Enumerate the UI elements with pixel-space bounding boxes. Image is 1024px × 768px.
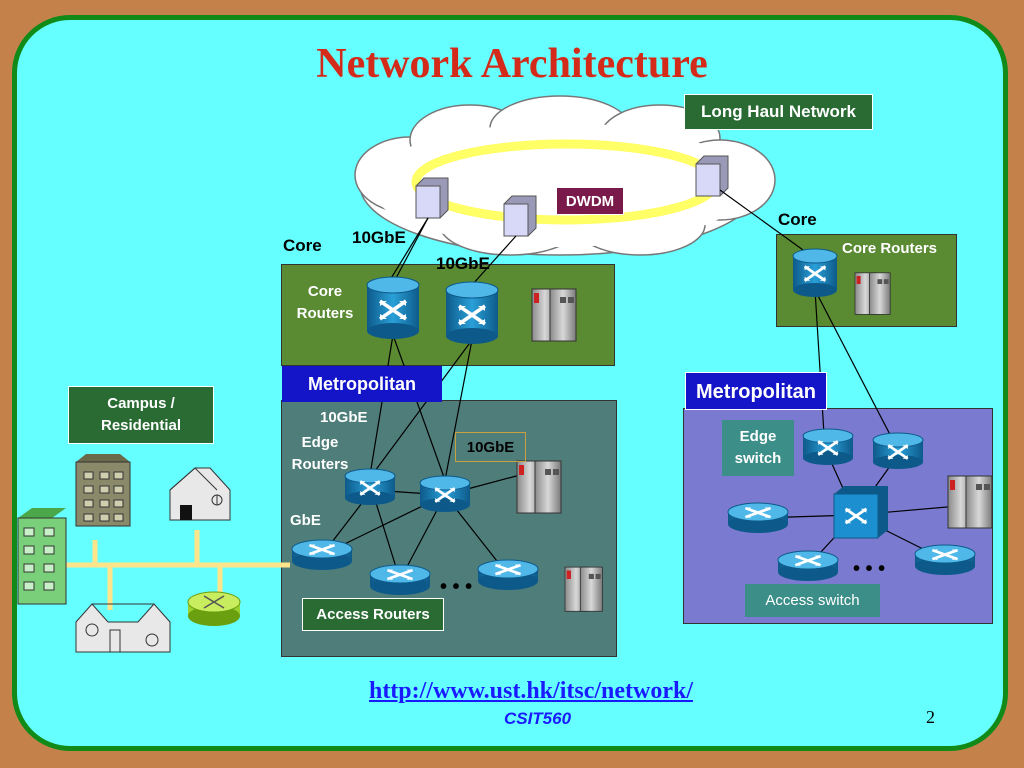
office-building-icon <box>75 454 131 527</box>
optical-node <box>695 155 729 197</box>
access-switch <box>777 550 839 581</box>
campus-residential-label: Campus / Residential <box>68 386 214 444</box>
core-router <box>366 276 420 339</box>
server-rack <box>564 566 603 612</box>
access-router <box>291 539 353 570</box>
ellipsis-left: • • • <box>440 576 473 598</box>
edge-switch-label: Edge switch <box>722 420 794 476</box>
house-icon <box>169 467 231 521</box>
edge-switch <box>872 432 924 469</box>
access-router <box>369 564 431 595</box>
green-building-icon <box>17 508 67 605</box>
page-number: 2 <box>926 707 935 727</box>
optical-node <box>415 177 449 219</box>
tengbe-label: 10GbE <box>320 409 368 426</box>
long-haul-cloud <box>354 95 776 256</box>
access-switch-label: Access switch <box>745 584 880 617</box>
gbe-label: GbE <box>290 512 321 529</box>
metropolitan-label-left: Metropolitan <box>282 366 442 402</box>
core-label-right: Core <box>778 210 817 229</box>
edge-router <box>344 468 396 505</box>
church-icon <box>75 603 171 653</box>
long-haul-label: Long Haul Network <box>684 94 873 130</box>
slide-title: Network Architecture <box>316 41 708 87</box>
tengbe-label: 10GbE <box>436 254 490 273</box>
access-switch <box>914 544 976 575</box>
tengbe-label: 10GbE <box>455 432 526 462</box>
optical-node <box>503 195 537 237</box>
footer-course-code: CSIT560 <box>503 709 572 728</box>
tengbe-label: 10GbE <box>352 228 406 247</box>
access-switch <box>727 502 789 533</box>
campus-router-icon <box>187 591 241 626</box>
access-routers-label: Access Routers <box>302 598 444 631</box>
core-routers-label-left: Core Routers <box>296 283 354 322</box>
edge-switch <box>802 428 854 465</box>
source-link[interactable]: http://www.ust.hk/itsc/network/ <box>368 678 694 704</box>
campus-bus <box>60 530 290 610</box>
metropolitan-label-right: Metropolitan <box>685 372 827 410</box>
server-rack <box>531 288 577 342</box>
edge-router <box>419 475 471 512</box>
server-rack <box>854 272 891 315</box>
access-router <box>477 559 539 590</box>
core-router <box>792 248 838 297</box>
dwdm-label: DWDM <box>556 187 624 215</box>
central-switch <box>833 486 888 539</box>
server-rack <box>947 475 993 529</box>
core-label-left: Core <box>283 236 322 255</box>
core-router <box>445 281 499 344</box>
server-rack <box>516 460 562 514</box>
core-routers-label-right: Core Routers <box>842 240 938 257</box>
ellipsis-right: • • • <box>853 558 886 580</box>
edge-routers-label: Edge Routers <box>291 434 349 473</box>
